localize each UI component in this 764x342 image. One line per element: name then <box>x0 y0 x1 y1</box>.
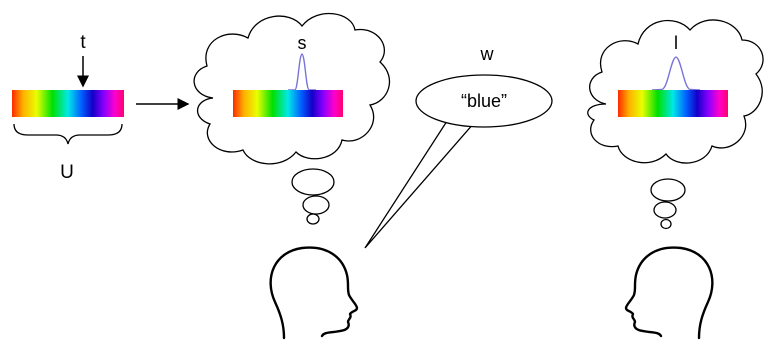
cloud-bubble <box>302 195 330 215</box>
cloud-bubble <box>291 168 335 196</box>
speech-bubble-seam <box>449 119 474 126</box>
listener-state-label: l <box>674 33 678 53</box>
speech-bubble-tail <box>364 117 475 249</box>
cloud-bubble <box>650 178 686 202</box>
cloud-bubble <box>306 213 320 225</box>
utterance-variable-label: w <box>480 44 495 64</box>
universe-label: U <box>60 162 74 183</box>
speaker-state-label: s <box>298 33 307 53</box>
speaker-head-icon <box>269 246 359 340</box>
spectrum-bar-universe <box>12 90 124 117</box>
spectrum-bar-listener <box>618 90 728 117</box>
cloud-bubble <box>653 201 677 219</box>
speech-bubble: “blue” <box>364 74 553 249</box>
spectrum-bar-speaker <box>233 90 343 117</box>
listener-distribution-curve <box>651 56 701 91</box>
target-group: t <box>77 32 89 88</box>
thought-cloud-listener: l <box>587 19 764 230</box>
listener-head-icon <box>624 246 714 340</box>
speaker-distribution-curve <box>287 53 317 91</box>
utterance-text: “blue” <box>461 91 507 111</box>
target-label: t <box>80 32 86 53</box>
universe-brace <box>13 123 123 145</box>
cloud-outline <box>193 12 391 165</box>
cloud-bubble <box>660 218 672 230</box>
speech-bubble-body <box>415 74 553 128</box>
thought-cloud-speaker: s <box>193 12 391 225</box>
